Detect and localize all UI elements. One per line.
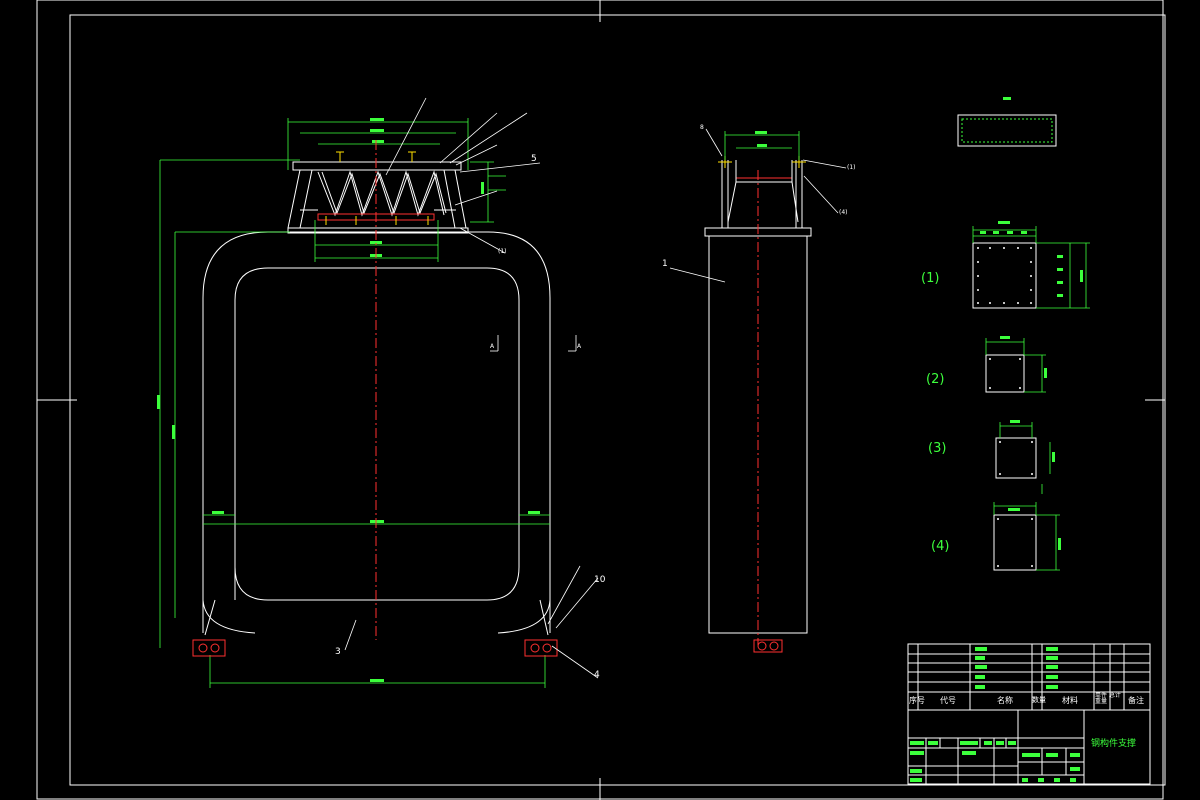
side-callout-10: (4) bbox=[839, 209, 848, 216]
front-wheels bbox=[192, 639, 558, 657]
callout-4: 4 bbox=[594, 670, 600, 680]
detail-4-plate bbox=[993, 514, 1037, 571]
section-detail bbox=[957, 114, 1057, 147]
tb-header-qty: 数量 bbox=[1032, 696, 1046, 704]
drawing-frame bbox=[36, 0, 1166, 800]
tb-header-name: 名称 bbox=[997, 696, 1013, 705]
callout-11: (1) bbox=[498, 248, 507, 255]
side-callout-1: 1 bbox=[662, 259, 668, 269]
tb-header-remark: 备注 bbox=[1128, 696, 1144, 705]
callout-10: 10 bbox=[594, 575, 606, 585]
tb-header-code: 代号 bbox=[940, 696, 956, 705]
title-block-text bbox=[910, 647, 1080, 782]
detail-1-plate bbox=[972, 242, 1037, 309]
detail-label-1: (1) bbox=[921, 271, 940, 286]
tb-header-seq: 序号 bbox=[909, 696, 925, 705]
callout-3: 3 bbox=[335, 647, 341, 657]
detail-label-4: (4) bbox=[931, 539, 950, 554]
tb-header-material: 材料 bbox=[1062, 696, 1078, 705]
front-leaders bbox=[344, 97, 599, 679]
detail-label-2: (2) bbox=[926, 372, 945, 387]
detail-dimensions bbox=[972, 226, 1090, 571]
title-block bbox=[907, 643, 1151, 785]
top-bolts bbox=[325, 151, 429, 225]
detail-dim-text bbox=[980, 97, 1083, 550]
tb-header-weight: 单件 总计 重量 bbox=[1095, 692, 1121, 705]
side-dimensions bbox=[724, 131, 800, 160]
drawing-title: 钢构件支撑 bbox=[1091, 739, 1137, 749]
section-mark-right: A bbox=[577, 343, 582, 350]
front-view-frame bbox=[202, 231, 551, 636]
top-truss bbox=[287, 161, 469, 234]
front-dimensions bbox=[159, 118, 550, 688]
side-dim-text bbox=[755, 131, 767, 147]
side-callout-8: 8 bbox=[700, 124, 704, 131]
front-dim-text bbox=[157, 118, 540, 682]
side-wheel bbox=[753, 639, 783, 653]
side-bolts bbox=[718, 156, 806, 168]
callout-5: 5 bbox=[531, 154, 537, 164]
side-leaders bbox=[669, 128, 847, 283]
section-mark-left: A bbox=[490, 343, 495, 350]
detail-label-3: (3) bbox=[928, 441, 947, 456]
side-callout-9: (1) bbox=[847, 164, 856, 171]
detail-2-plate bbox=[985, 354, 1025, 393]
detail-3-plate bbox=[995, 437, 1037, 479]
